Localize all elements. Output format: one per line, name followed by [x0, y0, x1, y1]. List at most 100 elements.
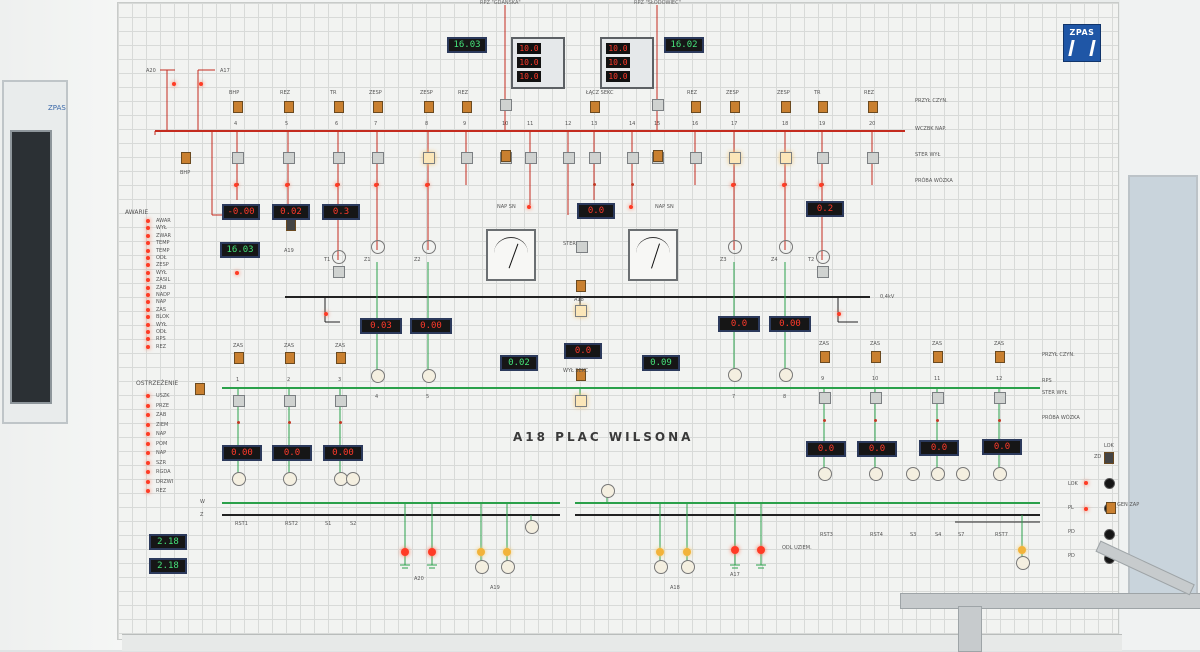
feeder-switch-4[interactable]: [232, 152, 244, 164]
lok-button[interactable]: [1104, 478, 1115, 489]
lv-knob-right2-1[interactable]: [818, 467, 832, 481]
lv-button-right-4[interactable]: [995, 351, 1005, 363]
alarm-lamp-6: [146, 256, 150, 260]
label-s3: S3: [910, 532, 917, 538]
feeder-switch-16[interactable]: [690, 152, 702, 164]
wyl-sekc-button[interactable]: [576, 369, 586, 381]
lv-knob-left-2[interactable]: [283, 472, 297, 486]
lv-knob-right2-4[interactable]: [993, 467, 1007, 481]
bhp-sub-button[interactable]: [181, 152, 191, 164]
red-display-lower-6: 0.0: [919, 440, 959, 456]
a18-switch[interactable]: [575, 305, 587, 317]
lv-switch-right-3[interactable]: [932, 392, 944, 404]
lv-button-right-2[interactable]: [871, 351, 881, 363]
feeder-switch-14[interactable]: [627, 152, 639, 164]
feeder-switch-19[interactable]: [817, 152, 829, 164]
feeder-button-19[interactable]: [818, 101, 828, 113]
feeder-switch-9[interactable]: [461, 152, 473, 164]
warn-label-5: NAP: [156, 431, 167, 437]
lv-button-right-1[interactable]: [820, 351, 830, 363]
feeder-switch-8[interactable]: [423, 152, 435, 164]
feeder-button-6[interactable]: [334, 101, 344, 113]
label-pd-2: PD: [1068, 553, 1075, 559]
feeder-number-7: 7: [374, 121, 378, 127]
lv-knob-mid-2[interactable]: [422, 369, 436, 383]
lv-knob-mid-1[interactable]: [371, 369, 385, 383]
t2-switch[interactable]: [817, 266, 829, 278]
red-display-upper-1: -0.00: [222, 204, 260, 220]
lv-button-left-2[interactable]: [285, 352, 295, 364]
lv-switch-left-3[interactable]: [335, 395, 347, 407]
lv-switch-right-1[interactable]: [819, 392, 831, 404]
lv-knob-extra-1[interactable]: [906, 467, 920, 481]
feeder-switch-17[interactable]: [729, 152, 741, 164]
analog-voltmeter-right: [628, 229, 678, 281]
lok-key-switch[interactable]: [1104, 452, 1114, 464]
bottom-knob-5[interactable]: [1016, 556, 1030, 570]
lv-switch-right-2[interactable]: [870, 392, 882, 404]
feeder-button-20[interactable]: [868, 101, 878, 113]
lv-button-left-3[interactable]: [336, 352, 346, 364]
lv-switch-left-2[interactable]: [284, 395, 296, 407]
t1-switch[interactable]: [333, 266, 345, 278]
lv-zas-left-3: ZAS: [335, 343, 346, 349]
feeder-switch-7[interactable]: [372, 152, 384, 164]
feeder-top-label-17: ZESP: [726, 90, 739, 96]
label-bhp-sub: BHP: [180, 170, 191, 176]
coupler-knob-left[interactable]: [525, 520, 539, 534]
lv-knob-right-2[interactable]: [779, 368, 793, 382]
alarm-lamp-5: [146, 248, 150, 253]
dom-button-left[interactable]: [501, 150, 511, 162]
bottom-lamp-5: [656, 548, 664, 556]
pd-button[interactable]: [1104, 529, 1115, 540]
lv-knob-right-1[interactable]: [728, 368, 742, 382]
bottom-knob-2[interactable]: [501, 560, 515, 574]
szr-switch[interactable]: [576, 241, 588, 253]
lv-button-left-1[interactable]: [234, 352, 244, 364]
feeder-button-7[interactable]: [373, 101, 383, 113]
feeder-button-8[interactable]: [424, 101, 434, 113]
lv-knob-left-1[interactable]: [232, 472, 246, 486]
a19-button[interactable]: [286, 219, 296, 231]
feeder-button-9[interactable]: [462, 101, 472, 113]
lv-switch-left-1[interactable]: [233, 395, 245, 407]
lv-knob-right2-3[interactable]: [931, 467, 945, 481]
red-display-lower-4: 0.0: [806, 441, 846, 457]
lv-knob-right2-2[interactable]: [869, 467, 883, 481]
clock-display-bottom-a: 2.18: [149, 534, 187, 550]
feeder-button-17[interactable]: [730, 101, 740, 113]
feeder-switch-13[interactable]: [589, 152, 601, 164]
lv-dot-left-1: [237, 421, 240, 424]
bottom-knob-1[interactable]: [475, 560, 489, 574]
feeder-switch-12[interactable]: [563, 152, 575, 164]
feeder-button-4[interactable]: [233, 101, 243, 113]
lv-button-right-3[interactable]: [933, 351, 943, 363]
feeder-button-13[interactable]: [590, 101, 600, 113]
top-feed-switch-left[interactable]: [500, 99, 512, 111]
gen-button[interactable]: [1106, 502, 1116, 514]
feeder-button-5[interactable]: [284, 101, 294, 113]
label-przyl: PRZYŁ CZYN.: [915, 98, 948, 104]
dom-button-right[interactable]: [653, 150, 663, 162]
feeder-switch-11[interactable]: [525, 152, 537, 164]
top-feed-switch-right[interactable]: [652, 99, 664, 111]
lv-zas-right-4: ZAS: [994, 341, 1005, 347]
a18-button[interactable]: [576, 280, 586, 292]
feeder-button-18[interactable]: [781, 101, 791, 113]
feeder-switch-5[interactable]: [283, 152, 295, 164]
lv-switch-right-4[interactable]: [994, 392, 1006, 404]
coupler-knob-right[interactable]: [601, 484, 615, 498]
power-meter-left: 10.0 10.0 10.0: [511, 37, 565, 89]
tr-button[interactable]: [195, 383, 205, 395]
feeder-switch-6[interactable]: [333, 152, 345, 164]
bottom-knob-3[interactable]: [654, 560, 668, 574]
bottom-knob-4[interactable]: [681, 560, 695, 574]
lv-knob-extra-2[interactable]: [956, 467, 970, 481]
sekc-switch[interactable]: [575, 395, 587, 407]
feeder-switch-18[interactable]: [780, 152, 792, 164]
feeder-button-16[interactable]: [691, 101, 701, 113]
pm-right-row-3: 10.0: [606, 71, 630, 82]
feeder-switch-20[interactable]: [867, 152, 879, 164]
clock-display-bottom-b: 2.18: [149, 558, 187, 574]
lv-knob-left-4[interactable]: [346, 472, 360, 486]
